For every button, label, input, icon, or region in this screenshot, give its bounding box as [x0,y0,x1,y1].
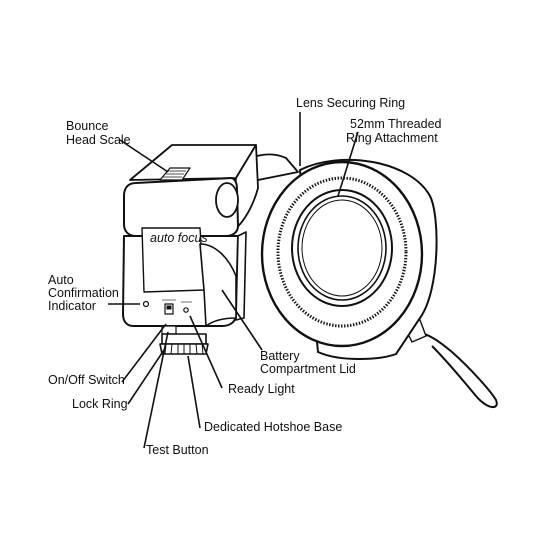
flash-body-side [235,231,247,321]
label-bounce-head-scale: Bounce Head Scale [66,119,131,147]
label-threaded-ring: 52mm Threaded Ring Attachment [346,117,445,145]
label-lens-securing-ring: Lens Securing Ring [296,96,405,110]
auto-confirmation-led [142,300,150,308]
label-lock-ring: Lock Ring [72,397,128,411]
label-battery-lid: Battery Compartment Lid [260,349,356,376]
flash-unit: auto focus [122,144,299,355]
label-test-button: Test Button [146,443,209,457]
battery-lid-bulge [199,243,237,327]
leader-lines [108,112,359,449]
head-knob [215,182,239,218]
labels: Lens Securing Ring 52mm Threaded Ring At… [48,96,445,457]
label-auto-confirmation: Auto Confirmation Indicator [48,273,122,313]
panel-brand-text: auto focus [150,231,208,245]
ready-light-led [183,307,189,313]
ring-flash [260,158,498,408]
label-on-off-switch: On/Off Switch [48,373,125,387]
label-hotshoe-base: Dedicated Hotshoe Base [204,420,342,434]
label-ready-light: Ready Light [228,382,295,396]
sync-cord [411,329,498,408]
